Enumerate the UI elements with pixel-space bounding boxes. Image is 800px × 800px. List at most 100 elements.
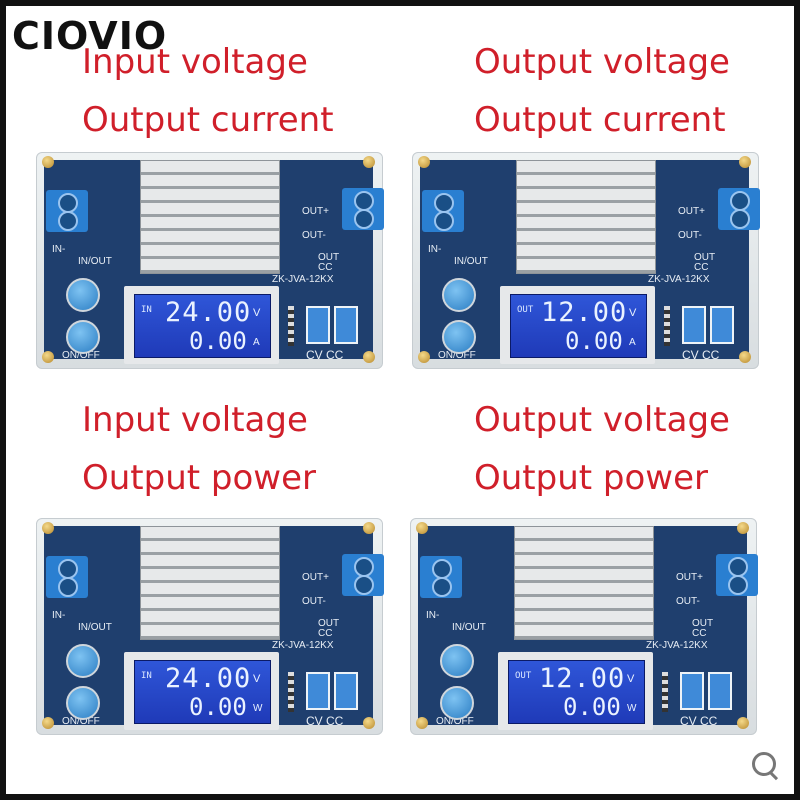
label-in-minus: IN- xyxy=(428,244,442,255)
lcd-secondary-unit: W xyxy=(627,703,637,714)
brand-logo: CIOVIO xyxy=(12,14,168,58)
board-1: IN- IN/OUT ON/OFF OUT+ OUT- OUT CC ZK-JV… xyxy=(412,152,760,369)
screw xyxy=(363,351,375,363)
lcd-mode-tag: OUT xyxy=(515,671,532,681)
label-in-out: IN/OUT xyxy=(78,256,112,267)
label-cv-cc: CV CC xyxy=(306,348,344,362)
in-out-button[interactable] xyxy=(440,644,474,678)
label-in-out: IN/OUT xyxy=(454,256,488,267)
label-in-minus: IN- xyxy=(426,610,440,621)
label-out-minus: OUT- xyxy=(302,230,326,241)
label-in-minus: IN- xyxy=(52,610,66,621)
cc-potentiometer[interactable] xyxy=(708,672,732,710)
lcd-screen: IN 24.00 V 0.00 A xyxy=(134,294,271,358)
cc-potentiometer[interactable] xyxy=(334,306,358,344)
heatsink xyxy=(514,526,654,640)
lcd-voltage-unit: V xyxy=(253,673,261,685)
cv-potentiometer[interactable] xyxy=(680,672,704,710)
lcd-secondary-value: 0.00 xyxy=(189,693,247,721)
label-out-minus: OUT- xyxy=(676,596,700,607)
cc-potentiometer[interactable] xyxy=(334,672,358,710)
screw xyxy=(363,717,375,729)
lcd-secondary-value: 0.00 xyxy=(189,327,247,355)
label-out-plus: OUT+ xyxy=(676,572,703,583)
lcd-screen: IN 24.00 V 0.00 W xyxy=(134,660,271,724)
cv-potentiometer[interactable] xyxy=(682,306,706,344)
label-on-off: ON/OFF xyxy=(438,350,476,361)
on-off-button[interactable] xyxy=(66,320,100,354)
output-terminal xyxy=(342,188,384,230)
screw xyxy=(739,351,751,363)
pcb: IN- IN/OUT ON/OFF OUT+ OUT- OUT CC ZK-JV… xyxy=(44,160,384,364)
screw xyxy=(42,717,54,729)
header-pins xyxy=(664,306,670,346)
on-off-button[interactable] xyxy=(442,320,476,354)
label-model: ZK-JVA-12KX xyxy=(646,640,708,651)
in-out-button[interactable] xyxy=(66,644,100,678)
lcd-voltage-value: 24.00 xyxy=(165,663,252,694)
heatsink xyxy=(140,160,280,274)
label-model: ZK-JVA-12KX xyxy=(272,640,334,651)
lcd-mode-tag: IN xyxy=(141,305,152,315)
label-cc-led: CC xyxy=(318,262,333,273)
pcb: IN- IN/OUT ON/OFF OUT+ OUT- OUT CC ZK-JV… xyxy=(418,526,758,730)
label-in-minus: IN- xyxy=(52,244,66,255)
output-terminal xyxy=(342,554,384,596)
output-terminal xyxy=(716,554,758,596)
panel-0-caption-2: Output current xyxy=(82,100,334,140)
lcd-module: IN 24.00 V 0.00 A xyxy=(124,286,279,364)
cv-potentiometer[interactable] xyxy=(306,306,330,344)
pcb: IN- IN/OUT ON/OFF OUT+ OUT- OUT CC ZK-JV… xyxy=(420,160,760,364)
label-out-led: OUT xyxy=(318,252,340,263)
screw xyxy=(739,156,751,168)
cc-potentiometer[interactable] xyxy=(710,306,734,344)
pcb: IN- IN/OUT ON/OFF OUT+ OUT- OUT CC ZK-JV… xyxy=(44,526,384,730)
on-off-button[interactable] xyxy=(440,686,474,720)
heatsink xyxy=(516,160,656,274)
lcd-voltage-unit: V xyxy=(629,307,637,319)
board-3: IN- IN/OUT ON/OFF OUT+ OUT- OUT CC ZK-JV… xyxy=(410,518,758,735)
screw xyxy=(416,717,428,729)
input-terminal xyxy=(422,190,464,232)
label-cv-cc: CV CC xyxy=(306,714,344,728)
lcd-voltage-value: 12.00 xyxy=(539,663,626,694)
label-out-minus: OUT- xyxy=(678,230,702,241)
lcd-screen: OUT 12.00 V 0.00 W xyxy=(508,660,645,724)
lcd-secondary-unit: A xyxy=(253,337,260,348)
panel-2-caption-2: Output power xyxy=(82,458,316,498)
search-icon[interactable] xyxy=(752,752,776,776)
panel-2-caption-1: Input voltage xyxy=(82,400,308,440)
in-out-button[interactable] xyxy=(66,278,100,312)
label-out-led: OUT xyxy=(318,618,340,629)
heatsink xyxy=(140,526,280,640)
panel-1-caption-1: Output voltage xyxy=(474,42,730,82)
lcd-secondary-unit: W xyxy=(253,703,263,714)
lcd-secondary-unit: A xyxy=(629,337,636,348)
label-cv-cc: CV CC xyxy=(680,714,718,728)
input-terminal xyxy=(420,556,462,598)
lcd-voltage-value: 12.00 xyxy=(541,297,628,328)
screw xyxy=(416,522,428,534)
label-on-off: ON/OFF xyxy=(62,350,100,361)
label-cc-led: CC xyxy=(318,628,333,639)
screw xyxy=(363,156,375,168)
label-out-led: OUT xyxy=(694,252,716,263)
screw xyxy=(42,351,54,363)
screw xyxy=(418,351,430,363)
panel-3-caption-1: Output voltage xyxy=(474,400,730,440)
input-terminal xyxy=(46,556,88,598)
board-0: IN- IN/OUT ON/OFF OUT+ OUT- OUT CC ZK-JV… xyxy=(36,152,384,369)
lcd-screen: OUT 12.00 V 0.00 A xyxy=(510,294,647,358)
label-out-plus: OUT+ xyxy=(302,206,329,217)
lcd-module: OUT 12.00 V 0.00 A xyxy=(500,286,655,364)
in-out-button[interactable] xyxy=(442,278,476,312)
label-out-led: OUT xyxy=(692,618,714,629)
on-off-button[interactable] xyxy=(66,686,100,720)
label-cc-led: CC xyxy=(692,628,707,639)
lcd-secondary-value: 0.00 xyxy=(563,693,621,721)
screw xyxy=(737,522,749,534)
header-pins xyxy=(662,672,668,712)
cv-potentiometer[interactable] xyxy=(306,672,330,710)
screw xyxy=(42,522,54,534)
label-model: ZK-JVA-12KX xyxy=(648,274,710,285)
